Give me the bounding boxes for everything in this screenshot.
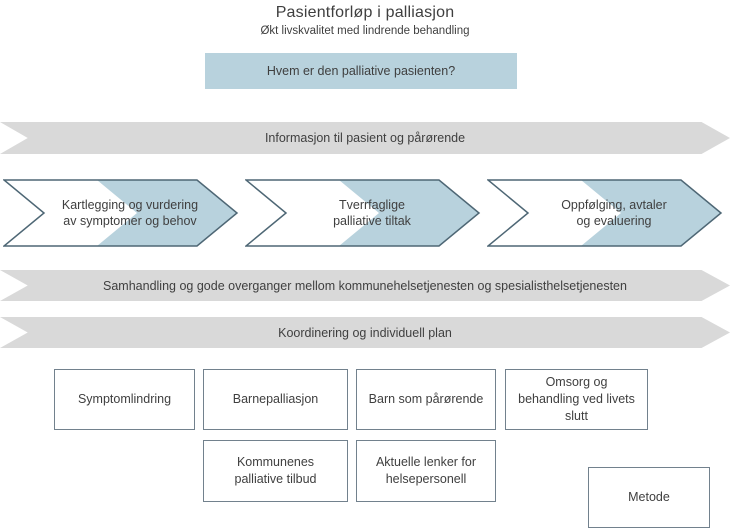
step-tverrfaglige-label: Tverrfaglige palliative tiltak xyxy=(333,197,411,229)
card-metode[interactable]: Metode xyxy=(588,467,710,528)
step-oppfolging-label: Oppfølging, avtaler og evaluering xyxy=(561,197,667,229)
intro-question-box[interactable]: Hvem er den palliative pasienten? xyxy=(205,53,517,89)
step-tverrfaglige-tiltak[interactable]: Tverrfaglige palliative tiltak xyxy=(245,179,481,247)
banner-samhandling[interactable]: Samhandling og gode overganger mellom ko… xyxy=(0,270,730,301)
banner-samhandling-label: Samhandling og gode overganger mellom ko… xyxy=(103,278,627,293)
card-omsorg-livets-slutt-label: Omsorg og behandling ved livets slutt xyxy=(518,375,635,423)
chevron-arrow-shape xyxy=(245,179,481,247)
card-kommunenes-tilbud[interactable]: Kommunenes palliative tilbud xyxy=(203,440,348,502)
banner-informasjon-label: Informasjon til pasient og pårørende xyxy=(264,131,466,145)
chevron-arrow-shape xyxy=(487,179,723,247)
card-barnepalliasjon[interactable]: Barnepalliasjon xyxy=(203,369,348,430)
step-kartlegging[interactable]: Kartlegging og vurdering av symptomer og… xyxy=(3,179,239,247)
card-barn-som-parorende[interactable]: Barn som pårørende xyxy=(356,369,496,430)
banner-koordinering[interactable]: Koordinering og individuell plan xyxy=(0,317,730,348)
banner-koordinering-label: Koordinering og individuell plan xyxy=(278,325,452,340)
card-symptomlindring[interactable]: Symptomlindring xyxy=(54,369,195,430)
card-metode-label: Metode xyxy=(628,490,670,505)
card-omsorg-livets-slutt[interactable]: Omsorg og behandling ved livets slutt xyxy=(505,369,648,430)
card-kommunenes-tilbud-label: Kommunenes palliative tilbud xyxy=(234,455,317,486)
intro-question-label: Hvem er den palliative pasienten? xyxy=(266,64,456,78)
page-title: Pasientforløp i palliasjon xyxy=(275,4,455,21)
card-barn-som-parorende-label: Barn som pårørende xyxy=(368,392,484,407)
card-symptomlindring-label: Symptomlindring xyxy=(77,392,172,407)
card-aktuelle-lenker-label: Aktuelle lenker for helsepersonell xyxy=(375,455,477,486)
step-oppfolging[interactable]: Oppfølging, avtaler og evaluering xyxy=(487,179,723,247)
card-aktuelle-lenker[interactable]: Aktuelle lenker for helsepersonell xyxy=(356,440,496,502)
banner-informasjon[interactable]: Informasjon til pasient og pårørende xyxy=(0,122,730,154)
page-subtitle: Økt livskvalitet med lindrende behandlin… xyxy=(260,25,470,37)
card-barnepalliasjon-label: Barnepalliasjon xyxy=(232,392,319,407)
chevron-arrow-shape xyxy=(3,179,239,247)
step-kartlegging-label: Kartlegging og vurdering av symptomer og… xyxy=(61,197,199,229)
